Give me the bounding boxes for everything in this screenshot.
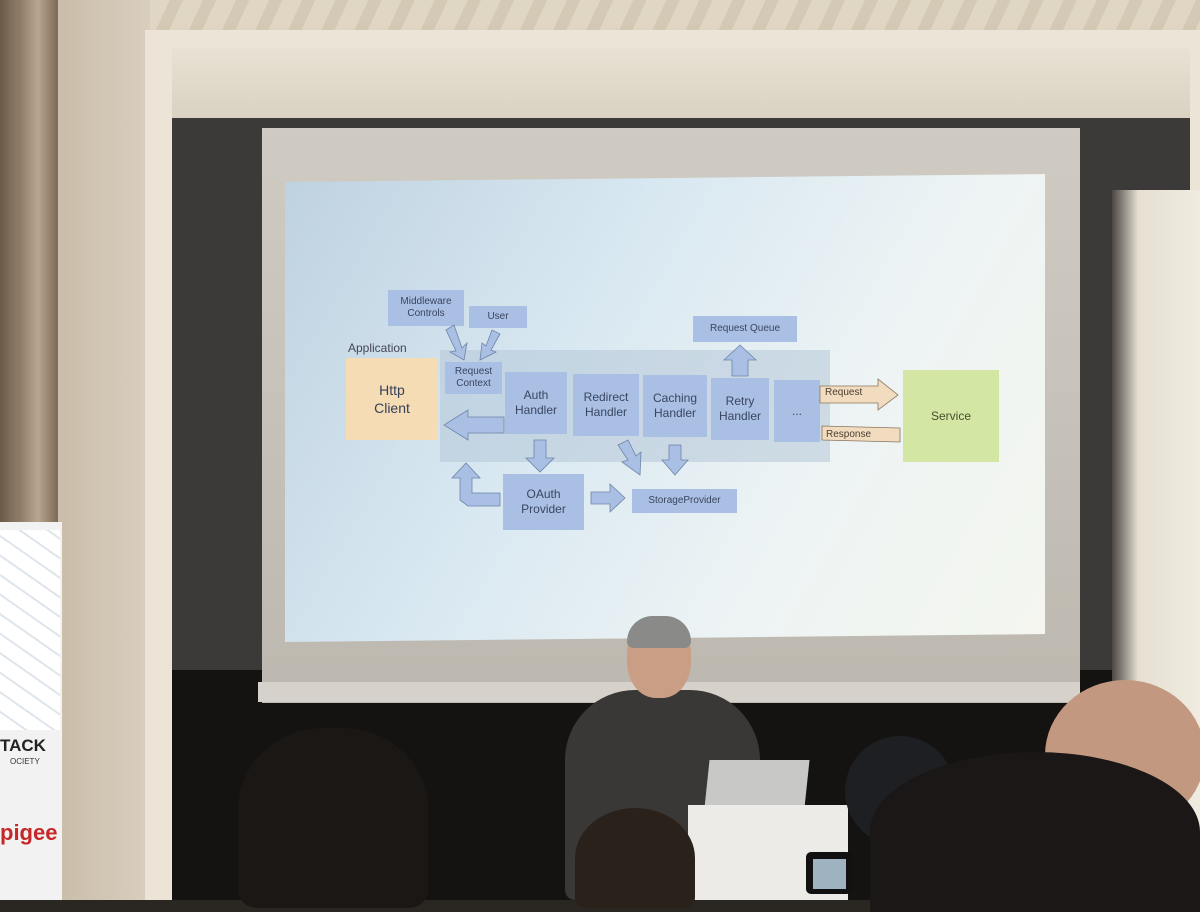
arrow-down-caching-diag xyxy=(617,439,642,476)
http-client-box: Http Client xyxy=(346,358,438,440)
audience-head xyxy=(870,752,1200,912)
arrow-down-auth xyxy=(525,439,555,473)
response-arrow-shape xyxy=(821,425,901,443)
banner-stack-text: TACK xyxy=(0,736,46,755)
banner-apigee-text: pigee xyxy=(0,820,58,845)
service-box: Service xyxy=(903,370,999,462)
banner-artwork xyxy=(0,530,60,730)
arrow-down-caching xyxy=(661,444,689,476)
phone-screen xyxy=(813,859,846,889)
request-arrow-shape xyxy=(819,378,899,411)
auth-handler-box: Auth Handler xyxy=(505,372,567,434)
retry-handler-box: Retry Handler xyxy=(711,378,769,440)
laptop xyxy=(704,760,810,808)
audience-head xyxy=(238,728,428,908)
ellipsis-box: ... xyxy=(774,380,820,442)
arrow-oauth-right xyxy=(590,483,626,513)
redirect-handler-box: Redirect Handler xyxy=(573,374,639,436)
speaker-hair xyxy=(627,616,691,648)
arrow-curl-up xyxy=(451,462,501,507)
arrow-response-left xyxy=(443,409,505,441)
arrow-down-middleware xyxy=(445,324,468,361)
arrow-down-user xyxy=(479,329,501,361)
request-queue-box: Request Queue xyxy=(693,316,797,342)
request-label: Request xyxy=(825,387,863,398)
frame-header xyxy=(172,48,1190,118)
pillar xyxy=(18,0,58,540)
audience-head xyxy=(575,808,695,908)
banner-society-text: OCIETY xyxy=(10,757,40,766)
application-label: Application xyxy=(348,341,407,355)
user-box: User xyxy=(469,306,527,328)
oauth-provider-box: OAuth Provider xyxy=(503,474,584,530)
arrow-up-queue xyxy=(722,344,758,377)
storage-provider-box: StorageProvider xyxy=(632,489,737,513)
request-context-box: Request Context xyxy=(445,362,502,394)
response-label: Response xyxy=(826,429,872,440)
caching-handler-box: Caching Handler xyxy=(643,375,707,437)
middleware-controls-box: Middleware Controls xyxy=(388,290,464,326)
